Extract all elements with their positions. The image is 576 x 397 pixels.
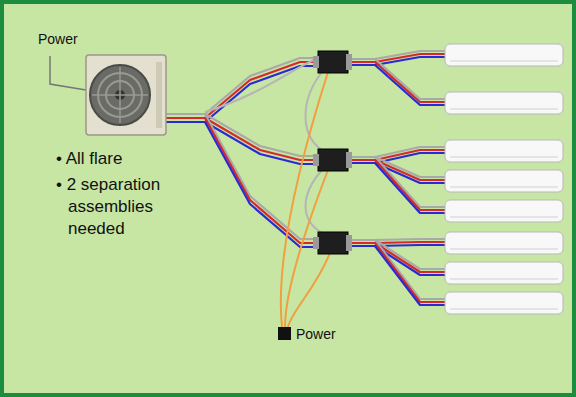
refrigerant-pipe [166,113,205,115]
indoor-unit [445,44,563,66]
note-text: • All flare [56,148,182,170]
power-cable [281,72,328,327]
indoor-unit [445,92,563,114]
refrigerant-pipe [346,163,445,213]
indoor-unit [445,262,563,284]
power-terminal [278,327,291,340]
refrigerant-pipe [205,62,320,118]
power-label: Power [38,30,78,48]
refrigerant-pipe [346,240,445,269]
refrigerant-pipe [205,58,320,114]
indoor-unit [445,292,563,314]
indoor-unit [445,232,563,254]
refrigerant-pipe [205,66,320,122]
branch-box [313,149,352,171]
refrigerant-pipe [166,121,205,123]
refrigerant-pipe [205,122,320,247]
note-text: • 2 separation assemblies needed [56,174,182,240]
indoor-unit [445,170,563,192]
signal-cable [205,58,318,112]
outdoor-unit [86,55,166,135]
branch-box [313,232,352,254]
power-cable [288,253,330,327]
refrigerant-pipe [205,114,320,239]
refrigerant-pipe [205,118,320,243]
power-label: Power [296,325,336,343]
refrigerant-pipe [346,65,445,105]
power-lead [50,56,86,90]
branch-box [313,51,352,73]
indoor-unit [445,200,563,222]
indoor-unit [445,140,563,162]
refrigerant-pipe [346,246,445,305]
refrigerant-pipe [166,117,205,119]
